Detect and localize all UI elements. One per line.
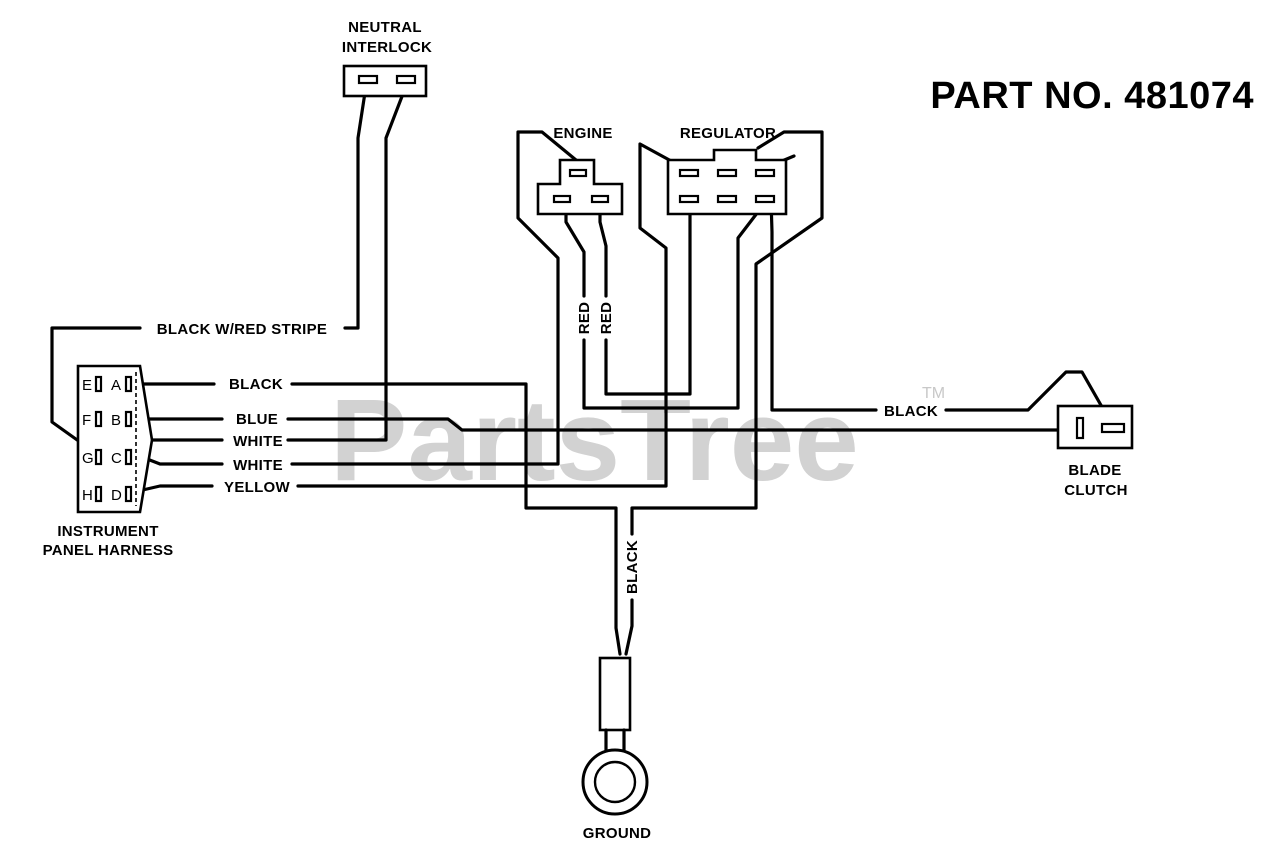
- pin-e: E: [82, 377, 92, 394]
- neutral-interlock-label-2: INTERLOCK: [342, 39, 432, 56]
- wire-white-c: [140, 455, 224, 466]
- ground-label: GROUND: [583, 825, 651, 842]
- pin-c: C: [111, 450, 122, 467]
- pin-d: D: [111, 487, 122, 504]
- blade-clutch-label-1: BLADE: [1068, 462, 1121, 479]
- neutral-interlock-label-1: NEUTRAL: [348, 19, 422, 36]
- pin-f: F: [82, 412, 91, 429]
- label-red-1: RED: [576, 302, 593, 335]
- part-number: PART NO. 481074: [930, 75, 1254, 117]
- harness-label-2: PANEL HARNESS: [43, 542, 174, 559]
- pin-a: A: [111, 377, 121, 394]
- blade-clutch-label-2: CLUTCH: [1064, 482, 1127, 499]
- wire-white-interlock: [286, 84, 408, 442]
- regulator-connector: REGULATOR: [666, 125, 788, 216]
- label-black-ground: BLACK: [624, 540, 641, 594]
- label-yellow-d: YELLOW: [224, 479, 291, 496]
- engine-connector: ENGINE: [536, 125, 624, 216]
- wire-labels: BLACK W/RED STRIPE BLACK BLUE WHITE WHIT…: [157, 302, 938, 594]
- harness-label-1: INSTRUMENT: [57, 523, 158, 540]
- pin-b: B: [111, 412, 121, 429]
- label-black-a: BLACK: [229, 376, 283, 393]
- ground-terminal: GROUND: [581, 656, 651, 842]
- instrument-panel-harness: E F G H A B C D INSTRUMENT PANEL HARNESS: [43, 364, 174, 559]
- label-black-clutch: BLACK: [884, 403, 938, 420]
- pin-g: G: [82, 450, 94, 467]
- wire-black-red-stripe: [50, 84, 368, 454]
- label-blue-b: BLUE: [236, 411, 278, 428]
- label-black-red-stripe: BLACK W/RED STRIPE: [157, 321, 327, 338]
- engine-label: ENGINE: [553, 125, 612, 142]
- label-red-2: RED: [598, 302, 615, 335]
- wire-yellow-d: [132, 484, 214, 494]
- blade-clutch: BLADE CLUTCH: [1056, 404, 1134, 499]
- label-white-c1: WHITE: [233, 433, 283, 450]
- pin-h: H: [82, 487, 93, 504]
- trademark: TM: [922, 385, 945, 402]
- neutral-interlock: NEUTRAL INTERLOCK: [342, 19, 432, 98]
- wire-black-ground: [630, 130, 824, 536]
- regulator-label: REGULATOR: [680, 125, 776, 142]
- label-white-c2: WHITE: [233, 457, 283, 474]
